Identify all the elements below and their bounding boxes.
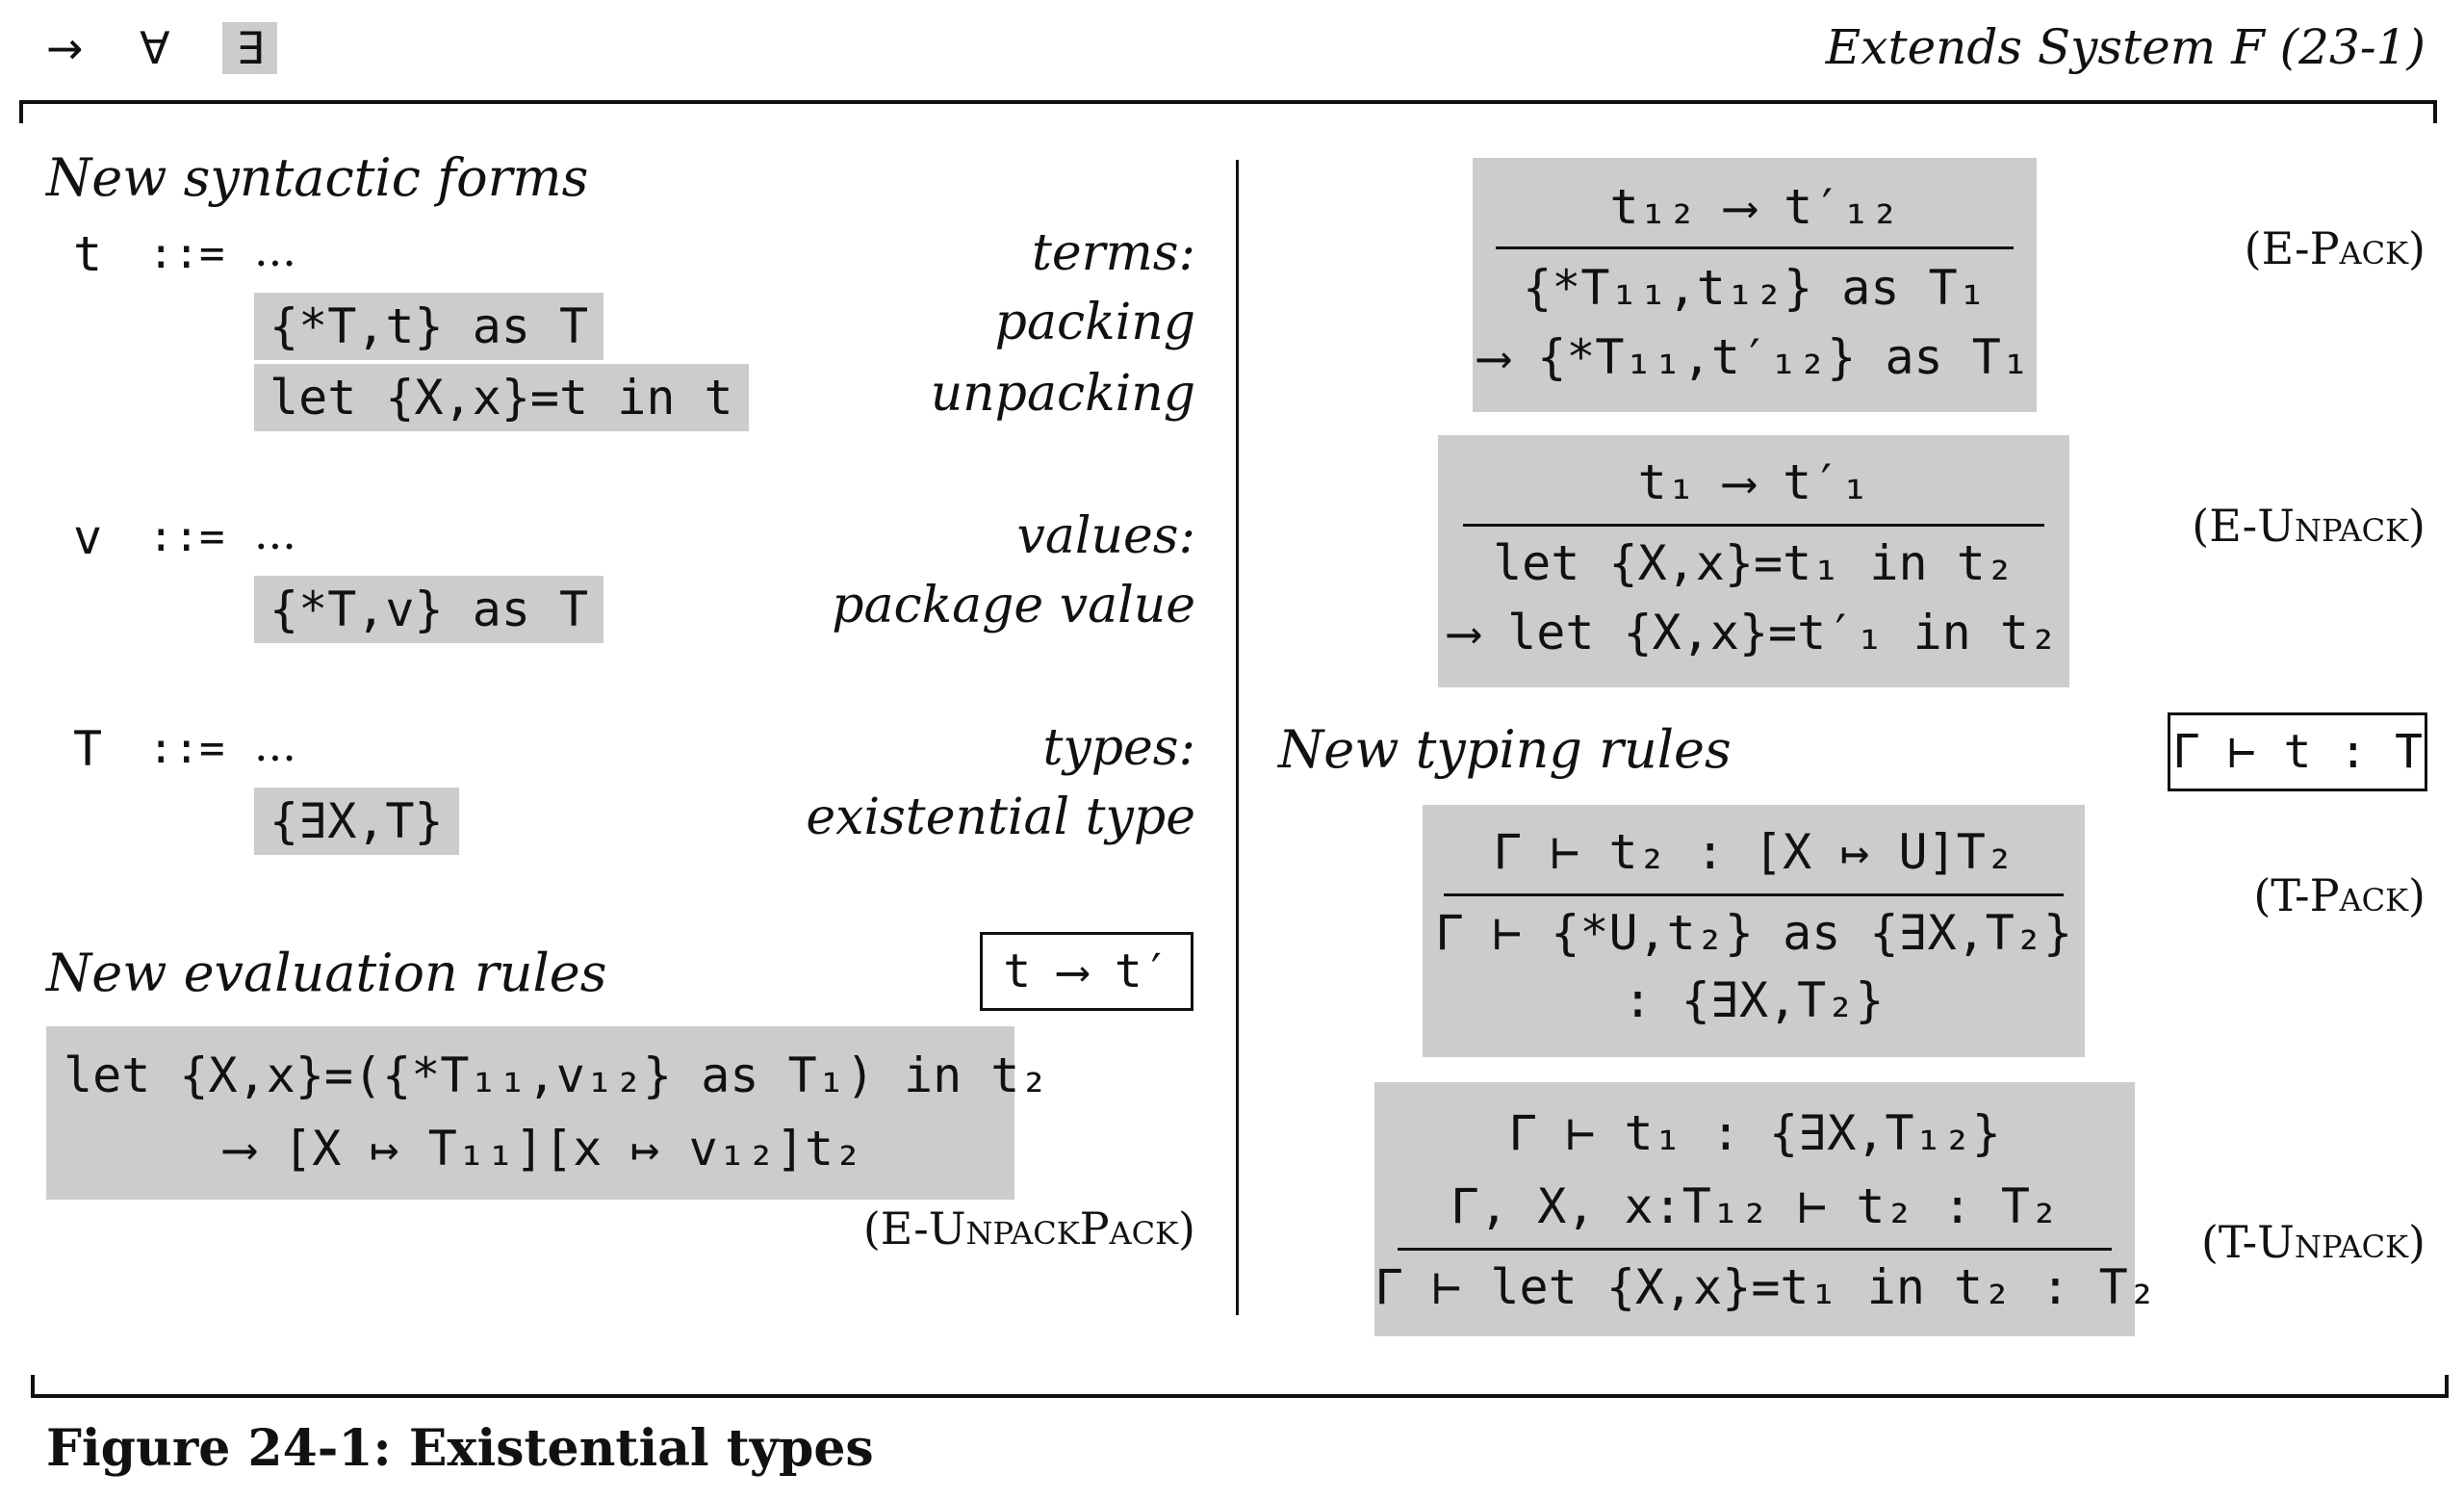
unpackpack-line2: ⟶ [X ↦ T₁₁][x ↦ v₁₂]t₂ (225, 1121, 863, 1177)
e-unpack-bar (1463, 524, 2044, 527)
t-pack-conclusion-1: Γ ⊢ {*U,t₂} as {∃X,T₂} (1434, 905, 2073, 961)
types-metavar: T (73, 721, 103, 777)
values-metavar: v (73, 509, 103, 565)
top-rule (19, 100, 2437, 104)
unpackpack-line1: let {X,x}=({*T₁₁,v₁₂} as T₁) in t₂ (64, 1047, 1049, 1103)
terms-label: terms: (1031, 224, 1195, 282)
terms-def: ::= (148, 229, 225, 278)
rule-name-e-unpack: (E-Unpack) (2192, 500, 2426, 552)
header-symbols: → ∀ ∃ (46, 17, 278, 79)
terms-metavar: t (73, 226, 103, 282)
e-pack-conclusion-1: {*T₁₁,t₁₂} as T₁ (1523, 260, 1987, 316)
t-unpack-conclusion: Γ ⊢ let {X,x}=t₁ in t₂ : T₂ (1374, 1259, 2157, 1315)
values-ellipsis: ... (254, 507, 296, 559)
typing-heading: New typing rules (1278, 719, 1732, 780)
bottom-rule (31, 1394, 2449, 1398)
t-pack-bar (1444, 893, 2064, 896)
packing-desc: packing (994, 294, 1195, 351)
e-pack-conclusion-2: ⟶ {*T₁₁,t′₁₂} as T₁ (1479, 329, 2030, 385)
rule-e-unpack: t₁ ⟶ t′₁ let {X,x}=t₁ in t₂ ⟶ let {X,x}=… (1438, 435, 2069, 687)
exists-symbol: ∃ (222, 22, 278, 74)
values-def: ::= (148, 512, 225, 561)
e-unpack-premise: t₁ ⟶ t′₁ (1637, 454, 1870, 510)
rule-e-pack: t₁₂ ⟶ t′₁₂ {*T₁₁,t₁₂} as T₁ ⟶ {*T₁₁,t′₁₂… (1473, 158, 2037, 412)
types-ellipsis: ... (254, 719, 296, 771)
types-def: ::= (148, 724, 225, 773)
t-unpack-bar (1398, 1248, 2112, 1251)
header-title: Extends System F (23-1) (1825, 19, 2426, 75)
package-value-form: {*T,v} as T (254, 576, 604, 643)
rule-name-e-unpackpack: (E-UnpackPack) (862, 1203, 1195, 1254)
typing-judgment: Γ ⊢ t : T (2168, 712, 2427, 791)
evaluation-heading: New evaluation rules (46, 943, 607, 1003)
rule-name-e-pack: (E-Pack) (2244, 222, 2426, 274)
existential-type-desc: existential type (806, 789, 1195, 846)
values-label: values: (1016, 507, 1195, 565)
rule-name-t-pack: (T-Pack) (2253, 869, 2426, 921)
t-unpack-premise-1: Γ ⊢ t₁ : {∃X,T₁₂} (1508, 1105, 2001, 1161)
e-unpack-conclusion-1: let {X,x}=t₁ in t₂ (1493, 535, 2015, 591)
package-value-desc: package value (832, 577, 1195, 634)
e-pack-bar (1496, 246, 2014, 249)
rule-e-unpackpack: let {X,x}=({*T₁₁,v₁₂} as T₁) in t₂ ⟶ [X … (46, 1026, 1049, 1200)
t-pack-conclusion-2: : {∃X,T₂} (1623, 972, 1885, 1028)
e-pack-premise: t₁₂ ⟶ t′₁₂ (1609, 179, 1900, 235)
figure-caption: Figure 24-1: Existential types (46, 1419, 874, 1478)
syntax-heading: New syntactic forms (46, 147, 589, 208)
evaluation-judgment: t ⟶ t′ (980, 932, 1194, 1011)
unpacking-form: let {X,x}=t in t (254, 364, 749, 431)
types-label: types: (1042, 719, 1195, 777)
packing-form: {*T,t} as T (254, 293, 604, 360)
e-unpack-conclusion-2: ⟶ let {X,x}=t′₁ in t₂ (1449, 605, 2059, 660)
unpacking-desc: unpacking (930, 365, 1195, 423)
rule-t-pack: Γ ⊢ t₂ : [X ↦ U]T₂ Γ ⊢ {*U,t₂} as {∃X,T₂… (1423, 805, 2085, 1057)
t-unpack-premise-2: Γ, X, x:T₁₂ ⊢ t₂ : T₂ (1450, 1178, 2060, 1234)
arrow-symbol: → (46, 22, 84, 74)
column-divider (1236, 160, 1239, 1315)
existential-type-form: {∃X,T} (254, 788, 459, 855)
terms-ellipsis: ... (254, 224, 296, 276)
t-pack-premise: Γ ⊢ t₂ : [X ↦ U]T₂ (1493, 824, 2015, 880)
rule-name-t-unpack: (T-Unpack) (2200, 1216, 2426, 1268)
rule-t-unpack: Γ ⊢ t₁ : {∃X,T₁₂} Γ, X, x:T₁₂ ⊢ t₂ : T₂ … (1374, 1082, 2157, 1336)
forall-symbol: ∀ (140, 22, 170, 74)
